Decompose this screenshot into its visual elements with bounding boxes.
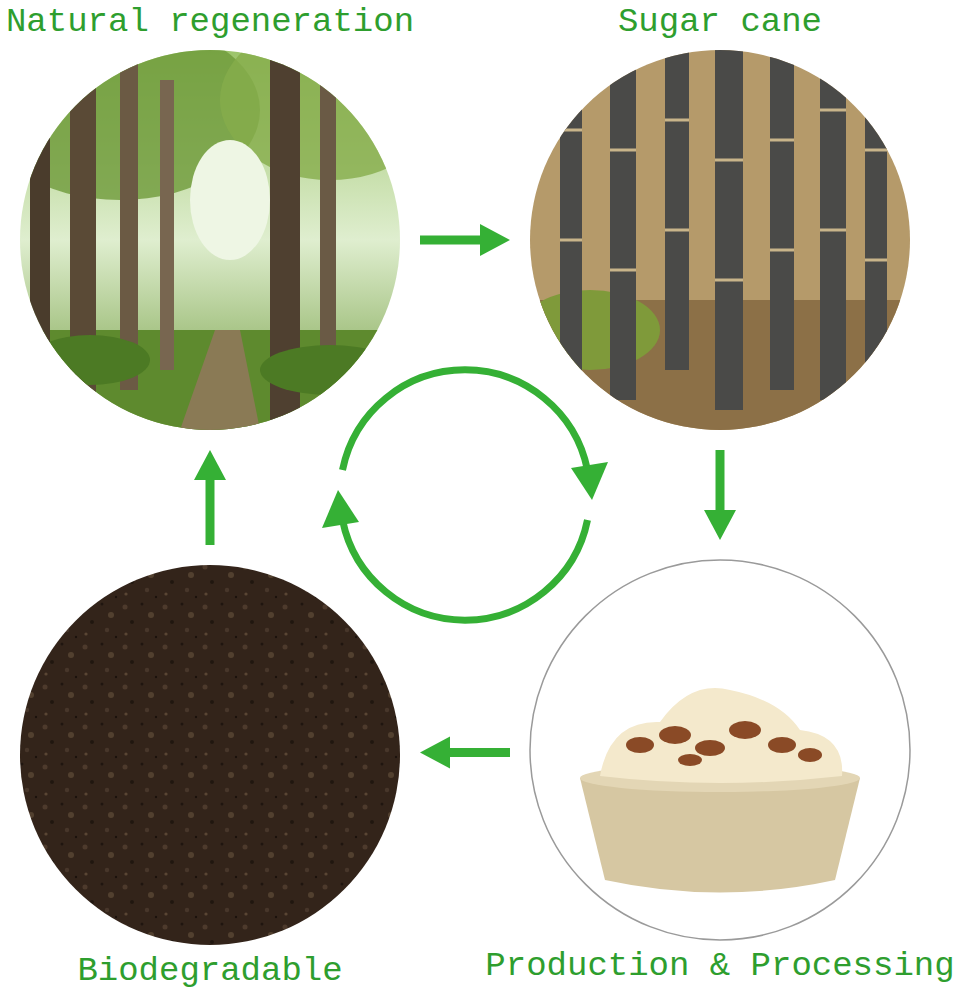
cycle-arrowhead xyxy=(322,490,359,528)
stage-label: Sugar cane xyxy=(618,2,822,42)
photo-circle: Sugar cane xyxy=(530,50,910,430)
stage-label: Production & Processing xyxy=(485,946,954,986)
stage-label: Natural regeneration xyxy=(6,2,414,42)
stage-label: Biodegradable xyxy=(77,951,342,991)
photo-circle: Natural regeneration xyxy=(20,50,400,430)
flow-arrow xyxy=(194,450,226,545)
flow-arrow xyxy=(704,450,736,540)
forest-photo xyxy=(0,20,440,430)
cycle-arrows xyxy=(343,370,588,620)
photo-circle: Biodegradable xyxy=(20,565,400,945)
bowl-photo xyxy=(530,560,910,940)
cycle-arrowhead xyxy=(571,462,608,500)
flow-arrow xyxy=(420,737,510,769)
flow-arrow xyxy=(420,224,510,256)
photo-circle: Production & Processing xyxy=(530,560,910,940)
soil-photo xyxy=(20,565,400,945)
sugarcane-photo xyxy=(520,50,910,430)
